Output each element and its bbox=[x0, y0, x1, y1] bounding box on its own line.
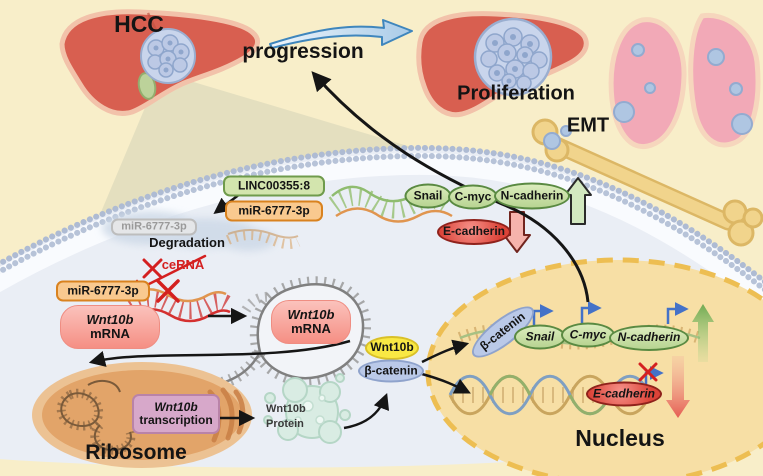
protein-to-catenin-arrow bbox=[343, 392, 390, 430]
beta-catenin-tag: β-catenin bbox=[358, 359, 424, 383]
mir6777-degraded-tag: miR-6777-3p bbox=[111, 218, 197, 236]
metastasis-dots bbox=[613, 43, 753, 135]
wnt10b-transcription-tag: Wnt10b transcription bbox=[132, 394, 220, 434]
tumor-cluster-icon bbox=[473, 17, 553, 97]
cerna-inhibition bbox=[135, 254, 207, 303]
proliferation-label: Proliferation bbox=[457, 82, 575, 105]
cmyc-tag: C-myc bbox=[448, 184, 498, 210]
blocked-transcription-x-icon bbox=[638, 362, 658, 382]
ecadherin-tag: E-cadherin bbox=[437, 219, 511, 245]
gallbladder-icon bbox=[137, 72, 157, 100]
wnt10b-gene-name: Wnt10b bbox=[86, 311, 134, 327]
tumor-icon bbox=[140, 28, 196, 84]
catenin-to-nucleus-arrow-1 bbox=[421, 339, 470, 364]
lungs-icon bbox=[608, 12, 761, 150]
progression-arrow bbox=[269, 19, 413, 49]
cerna-label: ceRNA bbox=[161, 257, 205, 273]
ecadherin-gene-tag: E-cadherin bbox=[586, 381, 662, 407]
ncadherin-gene-tag: N-cadherin bbox=[609, 325, 689, 351]
mrna-type: mRNA bbox=[90, 326, 130, 341]
upregulated-arrow bbox=[692, 304, 714, 362]
transcription-action: transcription bbox=[139, 413, 213, 427]
mir6777-tag-top: miR-6777-3p bbox=[225, 200, 323, 222]
nucleus-label: Nucleus bbox=[575, 424, 665, 451]
mrna-type: mRNA bbox=[291, 321, 331, 336]
ncadherin-tag: N-cadherin bbox=[494, 182, 570, 210]
bone-icon bbox=[531, 118, 763, 247]
wnt10b-tag: Wnt10b bbox=[365, 336, 419, 360]
mir6777-tag-left: miR-6777-3p bbox=[56, 280, 150, 302]
blocked-binding-x-icon bbox=[156, 279, 180, 303]
cmyc-gene-tag: C-myc bbox=[561, 322, 615, 348]
linc00355-tag: LINC00355:8 bbox=[223, 175, 325, 197]
catenin-to-nucleus-arrow-2 bbox=[421, 372, 471, 394]
ribosome-label: Ribosome bbox=[85, 440, 187, 464]
wnt10b-protein-label: Wnt10b Protein bbox=[266, 402, 306, 432]
snail-gene-tag: Snail bbox=[514, 324, 566, 350]
snail-tag: Snail bbox=[404, 183, 452, 209]
protein-blob bbox=[263, 373, 351, 444]
degraded-strand bbox=[225, 229, 301, 250]
downregulated-arrow bbox=[666, 356, 690, 418]
protein-label-line1: Wnt10b bbox=[266, 403, 306, 415]
protein-label-line2: Protein bbox=[266, 418, 304, 430]
degradation-label: Degradation bbox=[149, 235, 225, 251]
hcc-label: HCC bbox=[114, 10, 164, 37]
wnt10b-mrna-hairpin-tag: Wnt10b mRNA bbox=[271, 300, 351, 344]
cell-membrane bbox=[0, 144, 763, 293]
wnt10b-mrna-tag: Wnt10b mRNA bbox=[60, 305, 160, 349]
wnt10b-gene-name: Wnt10b bbox=[287, 306, 335, 322]
wnt10b-gene-name: Wnt10b bbox=[154, 399, 198, 414]
mrna-to-ribosome-arrow bbox=[88, 339, 351, 367]
progression-label: progression bbox=[242, 39, 364, 63]
emt-label: EMT bbox=[566, 114, 610, 137]
